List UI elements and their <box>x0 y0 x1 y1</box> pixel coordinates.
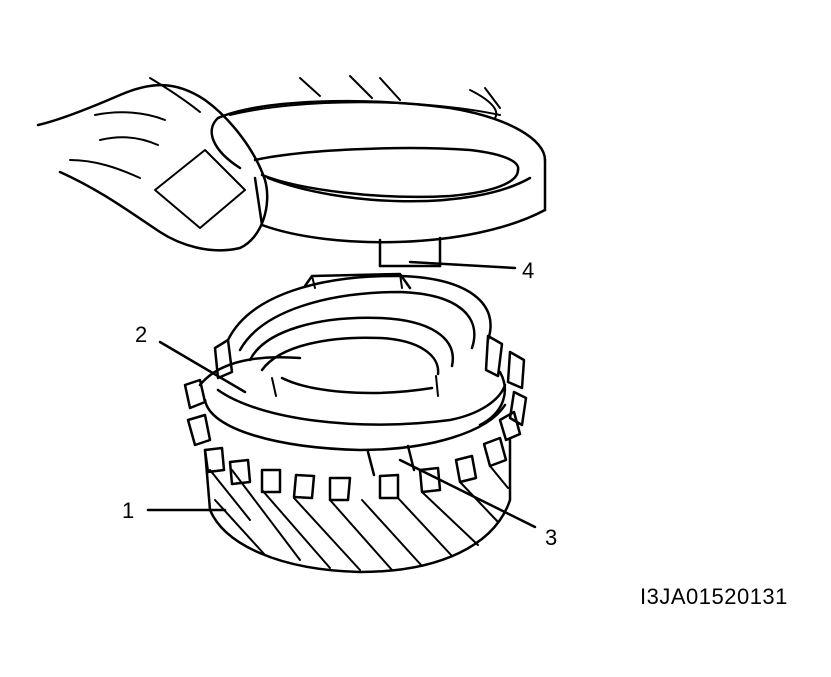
part-label-2: 2 <box>135 322 147 347</box>
figure-code: I3JA01520131 <box>640 584 788 609</box>
leader-lines <box>146 260 537 529</box>
finger-icon <box>36 77 269 252</box>
part-label-1: 1 <box>122 498 134 523</box>
helical-gear-icon <box>183 350 528 574</box>
sleeve-ring-icon <box>210 75 547 268</box>
part-label-3: 3 <box>545 525 557 550</box>
leader-3 <box>398 458 537 529</box>
part-label-4: 4 <box>522 258 534 283</box>
synchro-ring-icon <box>198 272 507 452</box>
leader-4 <box>408 260 517 270</box>
leader-2 <box>158 340 247 394</box>
